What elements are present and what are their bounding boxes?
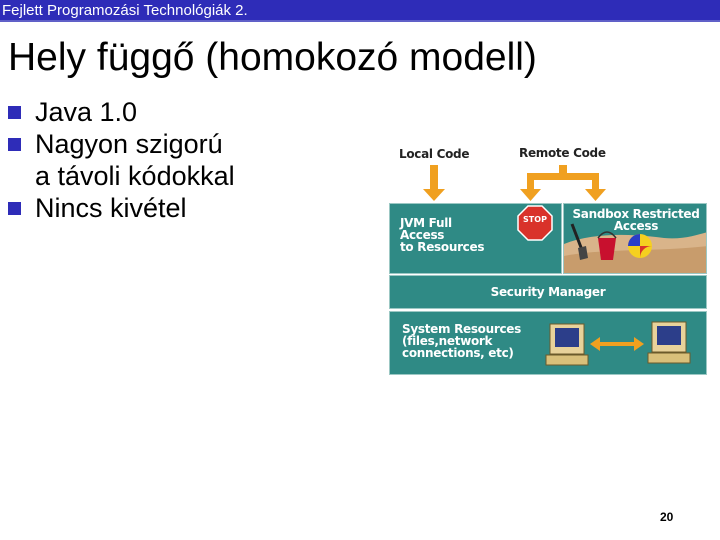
remote-code-label: Remote Code bbox=[519, 146, 606, 160]
system-resources-line: connections, etc) bbox=[402, 346, 514, 360]
local-code-label: Local Code bbox=[399, 147, 470, 161]
system-resources-panel: System Resources (files,network connecti… bbox=[389, 311, 707, 375]
security-manager-panel: Security Manager bbox=[389, 275, 707, 309]
sand-scene-icon bbox=[564, 223, 706, 273]
bullet-item: Nagyon szigorú a távoli kódokkal bbox=[8, 128, 235, 192]
square-bullet-icon bbox=[8, 138, 21, 151]
square-bullet-icon bbox=[8, 202, 21, 215]
square-bullet-icon bbox=[8, 106, 21, 119]
bullet-text-continued: a távoli kódokkal bbox=[35, 161, 235, 191]
sandbox-label-line: Access bbox=[613, 219, 659, 233]
stop-sign-label: STOP bbox=[523, 215, 547, 224]
stop-sign-icon bbox=[517, 205, 553, 241]
sandbox-label-line: Sandbox Restricted bbox=[572, 207, 700, 221]
bullet-item: Java 1.0 bbox=[8, 96, 235, 128]
slide-title: Hely függő (homokozó modell) bbox=[8, 36, 537, 79]
sandbox-model-diagram: Local Code Remote Code JVM Full Access t… bbox=[387, 143, 709, 376]
system-resources-line: System Resources bbox=[402, 322, 521, 336]
page-number: 20 bbox=[660, 510, 674, 524]
sandbox-restricted-panel: Sandbox Restricted Access bbox=[563, 203, 707, 274]
jvm-full-line: JVM Full bbox=[400, 216, 452, 230]
system-resources-line: (files,network bbox=[402, 334, 493, 348]
arrows-graphic bbox=[423, 165, 606, 201]
bullet-text: Java 1.0 bbox=[35, 97, 138, 127]
jvm-full-line: to Resources bbox=[400, 240, 485, 254]
bullet-list: Java 1.0 Nagyon szigorú a távoli kódokka… bbox=[8, 96, 235, 224]
security-manager-label: Security Manager bbox=[490, 285, 606, 299]
jvm-full-line: Access bbox=[400, 228, 445, 242]
networked-computers-icon bbox=[545, 321, 691, 366]
bullet-item: Nincs kivétel bbox=[8, 192, 235, 224]
header-bar: Fejlett Programozási Technológiák 2. bbox=[0, 0, 720, 22]
header-course-title: Fejlett Programozási Technológiák 2. bbox=[2, 2, 248, 19]
bullet-text: Nincs kivétel bbox=[35, 193, 187, 223]
bullet-text: Nagyon szigorú bbox=[35, 129, 223, 159]
